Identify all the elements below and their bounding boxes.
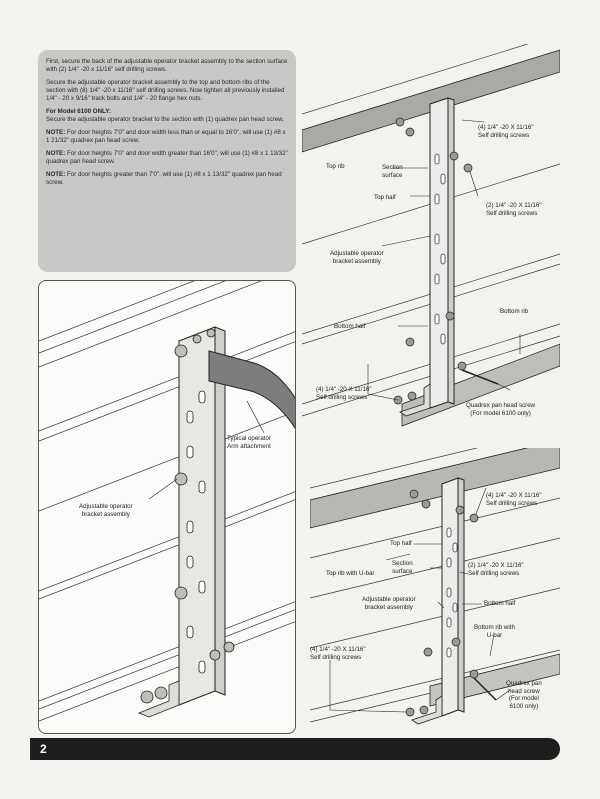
instructions-box: First, secure the back of the adjustable… — [38, 50, 296, 272]
label-screws-mid: (2) 1/4" -20 X 11/16" Self drilling scre… — [486, 202, 542, 217]
label-bracket-assembly: Adjustable operator bracket assembly — [362, 596, 416, 611]
label-screws-bottom: (4) 1/4" -20 X 11/16" Self drilling scre… — [316, 386, 372, 401]
label-bottom-half: Bottom half — [484, 600, 516, 607]
label-top-rib: Top rib — [326, 163, 345, 170]
note-2: NOTE: For door heights 7'0" and door wid… — [46, 150, 288, 165]
label-quadrex-screw: Quadrex pan head screw (For model 6100 o… — [506, 680, 542, 710]
label-screws-top: (4) 1/4" -20 X 11/16" Self drilling scre… — [478, 124, 534, 139]
standard-ribs-drawing — [302, 44, 560, 427]
figure-standard-ribs: (4) 1/4" -20 X 11/16" Self drilling scre… — [302, 44, 560, 440]
label-bracket-assembly: Adjustable operator bracket assembly — [330, 250, 384, 265]
instruction-step-2: Secure the adjustable operator bracket a… — [46, 79, 285, 102]
label-bottom-rib: Bottom rib — [500, 308, 529, 315]
label-top-half: Top half — [374, 194, 396, 201]
label-top-rib-ubar: Top rib with U-bar — [326, 570, 375, 577]
page-number: 2 — [40, 742, 47, 756]
label-section-surface: Section surface — [392, 560, 413, 575]
instruction-step-1: First, secure the back of the adjustable… — [46, 58, 288, 73]
label-quadrex-screw: Quadrex pan head screw (For model 6100 o… — [466, 402, 536, 417]
figure-ubar-ribs: (4) 1/4" -20 X 11/16" Self drilling scre… — [310, 448, 560, 736]
label-bottom-rib-ubar: Bottom rib with U-bar — [474, 624, 515, 639]
label-screws-bottom: (4) 1/4" -20 X 11/16" Self drilling scre… — [310, 646, 366, 661]
label-operator-arm: Typical operator Arm attachment — [227, 435, 272, 450]
label-screws-mid: (2) 1/4" -20 X 11/16" Self drilling scre… — [468, 562, 524, 577]
note-label: NOTE: — [46, 129, 66, 136]
note-1: NOTE: For door heights 7'0" and door wid… — [46, 129, 286, 144]
label-bottom-half: Bottom half — [334, 323, 366, 330]
model-6100-header: For Model 6100 ONLY: — [46, 108, 111, 115]
label-screws-top: (4) 1/4" -20 X 11/16" Self drilling scre… — [486, 492, 542, 507]
note-label: NOTE: — [46, 150, 66, 157]
closeup-drawing — [39, 281, 295, 722]
note-3: NOTE: For door heights greater than 7'0"… — [46, 171, 282, 186]
ubar-ribs-drawing — [310, 448, 560, 725]
label-section-surface: Section surface — [382, 164, 403, 179]
note-label: NOTE: — [46, 171, 66, 178]
instruction-step-3: Secure the adjustable operator bracket t… — [46, 116, 285, 123]
label-top-half: Top half — [390, 540, 412, 547]
figure-operator-arm-closeup: Typical operator Arm attachment Adjustab… — [38, 280, 296, 734]
label-bracket-assembly: Adjustable operator bracket assembly — [79, 503, 133, 518]
footer-bar — [30, 738, 560, 760]
